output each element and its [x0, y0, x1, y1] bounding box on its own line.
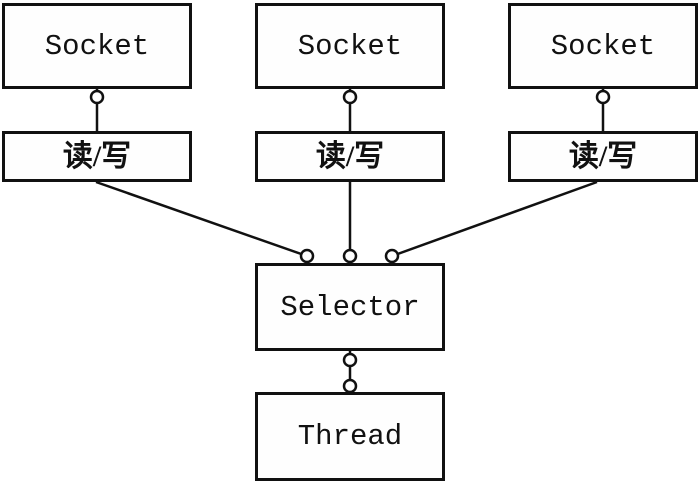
port-circle-selector-middle	[342, 248, 358, 264]
socket-box-2: Socket	[255, 3, 445, 89]
read-write-box-2-label: 读/写	[315, 139, 385, 173]
thread-box: Thread	[255, 392, 445, 481]
edge-rw1-selector	[95, 180, 308, 258]
port-circle-socket1	[89, 89, 105, 105]
read-write-box-1: 读/写	[2, 131, 192, 182]
thread-box-label: Thread	[297, 420, 403, 453]
port-circle-selector-bottom	[342, 352, 358, 368]
socket-box-3-label: Socket	[550, 29, 656, 63]
socket-box-1-label: Socket	[44, 29, 150, 63]
socket-box-2-label: Socket	[297, 29, 403, 63]
read-write-box-1-label: 读/写	[62, 139, 132, 173]
selector-box: Selector	[255, 263, 445, 351]
port-circle-selector-right	[384, 248, 400, 264]
socket-box-1: Socket	[2, 3, 192, 89]
port-circle-socket2	[342, 89, 358, 105]
read-write-box-2: 读/写	[255, 131, 445, 182]
read-write-box-3-label: 读/写	[568, 139, 638, 173]
port-circle-socket3	[595, 89, 611, 105]
edge-rw3-selector	[391, 180, 598, 258]
read-write-box-3: 读/写	[508, 131, 698, 182]
selector-box-label: Selector	[280, 290, 420, 324]
port-circle-thread-top	[342, 378, 358, 394]
port-circle-selector-left	[299, 248, 315, 264]
socket-box-3: Socket	[508, 3, 698, 89]
